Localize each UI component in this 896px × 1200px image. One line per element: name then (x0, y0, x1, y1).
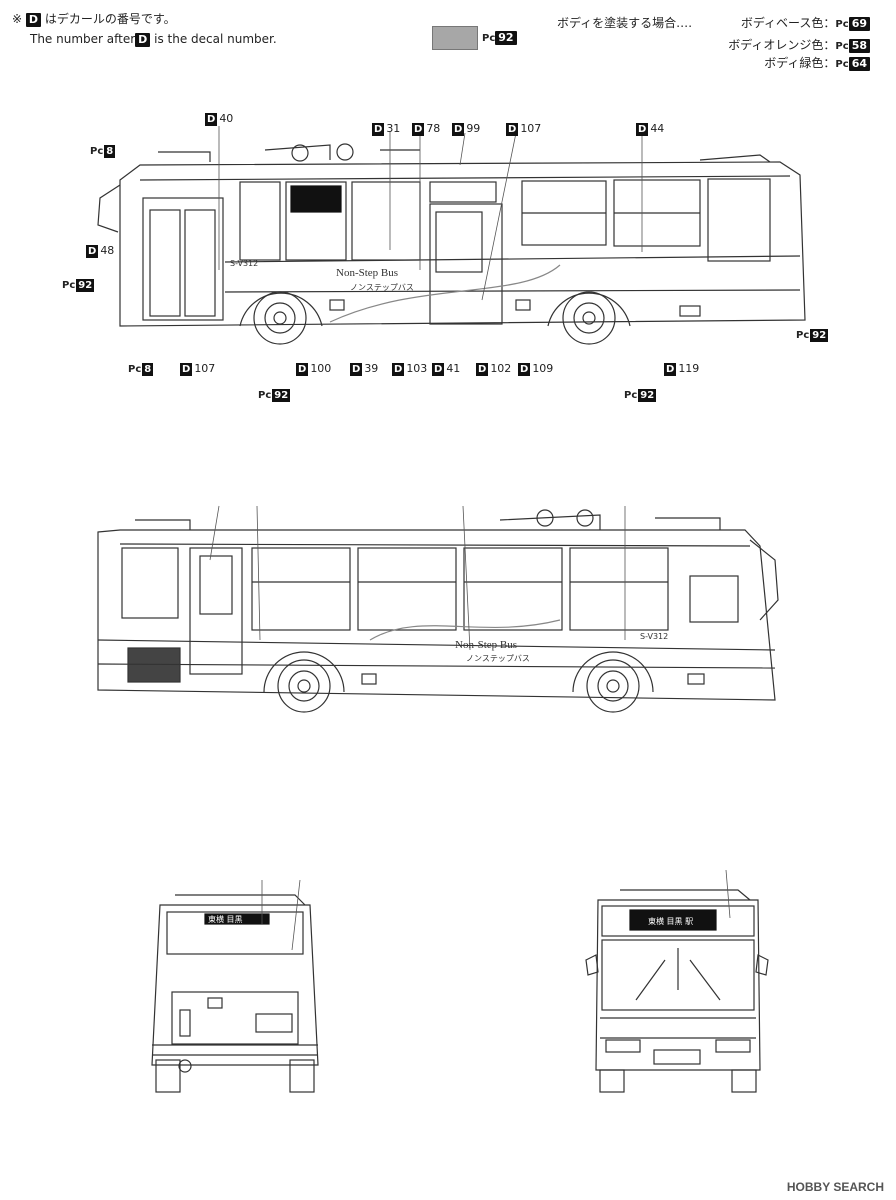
nonstep-en-left: Non-Step Bus (336, 267, 398, 279)
nonstep-en-right: Non-Step Bus (455, 639, 517, 651)
paint-prefix: Pc (796, 330, 810, 341)
decal-letter: D (664, 363, 677, 376)
decal-number: 103 (406, 362, 428, 375)
decal-number: 99 (466, 122, 481, 135)
paint-prefix: Pc (62, 280, 76, 291)
rear-destination: 東横 目黒 (208, 914, 243, 924)
paint-prefix: Pc (624, 390, 638, 401)
paint-number: 92 (638, 389, 657, 402)
paint-prefix: Pc (258, 390, 272, 401)
decal-number: 41 (446, 362, 461, 375)
note-symbol: ※ (12, 12, 23, 26)
decal-number: 107 (194, 362, 216, 375)
decal-letter: D (205, 113, 218, 126)
paint-number: 8 (104, 145, 116, 158)
paint-number: 8 (142, 363, 154, 376)
decal-number: 39 (364, 362, 379, 375)
nonstep-jp-left: ノンステップバス (350, 283, 414, 292)
decal-number: 31 (386, 122, 401, 135)
decal-number: 40 (219, 112, 234, 125)
paint-row-code: 64 (848, 56, 870, 71)
paint-row-label: ボディベース色： (740, 16, 836, 30)
decal-note-jp-text: はデカールの番号です。 (44, 12, 176, 26)
decal-letter: D (350, 363, 363, 376)
decal-number: 102 (490, 362, 512, 375)
decal-number: 107 (520, 122, 542, 135)
decal-letter: D (636, 123, 649, 136)
paint-row-code: 58 (848, 38, 870, 53)
paint-number: 92 (810, 329, 829, 342)
decal-letter: D (392, 363, 405, 376)
bus-rear-view (151, 879, 319, 1093)
decal-letter: D (412, 123, 425, 136)
watermark: HOBBY SEARCH (786, 1180, 884, 1194)
paint-number: 92 (76, 279, 95, 292)
decal-letter: D (506, 123, 519, 136)
fleet-no-right: S-V312 (640, 632, 668, 641)
decal-letter: D (518, 363, 531, 376)
decal-letter-box: D (25, 12, 42, 27)
decal-note-en-prefix: The number after (30, 32, 136, 46)
decal-number: 119 (678, 362, 700, 375)
paint-swatch (432, 26, 478, 50)
decal-number: 44 (650, 122, 665, 135)
nonstep-jp-right: ノンステップバス (466, 654, 530, 663)
bus-side-view-right (97, 505, 779, 713)
decal-letter: D (372, 123, 385, 136)
paint-title-text: ボディを塗装する場合‥‥ (557, 16, 693, 30)
decal-note-en-suffix: is the decal number. (154, 32, 277, 46)
paint-prefix: Pc (90, 146, 104, 157)
paint-prefix: Pc (128, 364, 142, 375)
decal-letter: D (180, 363, 193, 376)
decal-number: 100 (310, 362, 332, 375)
bus-side-view-left (97, 126, 806, 345)
paint-row-label: ボディ緑色： (764, 56, 836, 70)
paint-title: ボディを塗装する場合‥‥ (557, 14, 692, 31)
decal-letter: D (452, 123, 465, 136)
fleet-no-left: S-V312 (230, 259, 258, 268)
decal-number: 78 (426, 122, 441, 135)
decal-letter: D (476, 363, 489, 376)
decal-letter: D (86, 245, 99, 258)
decal-number: 109 (532, 362, 554, 375)
decal-letter: D (296, 363, 309, 376)
decal-number: 48 (100, 244, 115, 257)
front-destination: 東横 目黒 駅 (648, 916, 693, 926)
decal-note-jp: ※ D はデカールの番号です。 (12, 10, 176, 27)
paint-row-label: ボディオレンジ色： (728, 38, 836, 52)
bus-front-view (585, 869, 769, 1093)
swatch-code: 92 (495, 30, 517, 45)
decal-letter-box-en: D (135, 32, 151, 47)
paint-row-code: 69 (848, 16, 870, 31)
paint-number: 92 (272, 389, 291, 402)
decal-letter: D (432, 363, 445, 376)
